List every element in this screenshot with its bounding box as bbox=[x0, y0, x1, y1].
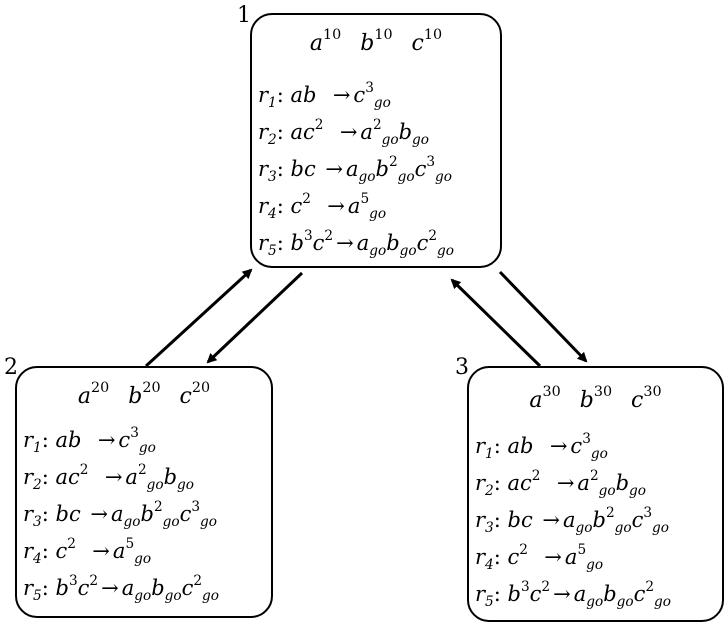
rule-r2: r2: ac2 →a2gobgo bbox=[258, 122, 454, 159]
rule-list: r1: ab →c3go r2: ac2 →a2gobgo r3: bc →ag… bbox=[258, 85, 454, 270]
rule-r1: r1: ab →c3go bbox=[258, 85, 454, 122]
rule-r4: r4: c2 →a5go bbox=[23, 541, 219, 578]
rule-r5: r5: b3c2→agobgoc2go bbox=[23, 578, 219, 615]
rule-r3: r3: bc →agob2goc3go bbox=[23, 504, 219, 541]
rule-r2: r2: ac2 →a2gobgo bbox=[475, 473, 671, 510]
rule-list: r1: ab →c3go r2: ac2 →a2gobgo r3: bc →ag… bbox=[475, 436, 671, 621]
rule-r5: r5: b3c2→agobgoc2go bbox=[258, 233, 454, 270]
rule-list: r1: ab →c3go r2: ac2 →a2gobgo r3: bc →ag… bbox=[23, 430, 219, 615]
rule-r1: r1: ab →c3go bbox=[23, 430, 219, 467]
membrane-objects: a20 b20 c20 bbox=[17, 386, 271, 408]
rule-r3: r3: bc →agob2goc3go bbox=[258, 159, 454, 196]
arrow-1-to-2 bbox=[208, 273, 302, 362]
membrane-label: 2 bbox=[4, 357, 18, 379]
rule-r1: r1: ab →c3go bbox=[475, 436, 671, 473]
membrane-3: a30 b30 c30 r1: ab →c3go r2: ac2 →a2gobg… bbox=[467, 366, 724, 622]
membrane-objects: a10 b10 c10 bbox=[252, 33, 500, 55]
rule-r2: r2: ac2 →a2gobgo bbox=[23, 467, 219, 504]
membrane-objects: a30 b30 c30 bbox=[469, 390, 722, 412]
rule-r5: r5: b3c2→agobgoc2go bbox=[475, 584, 671, 621]
membrane-label: 1 bbox=[237, 5, 251, 27]
arrow-2-to-1 bbox=[146, 270, 251, 366]
rule-r4: r4: c2 →a5go bbox=[475, 547, 671, 584]
rule-r4: r4: c2 →a5go bbox=[258, 196, 454, 233]
membrane-1: a10 b10 c10 r1: ab →c3go r2: ac2 →a2gobg… bbox=[250, 13, 502, 268]
arrow-1-to-3 bbox=[500, 272, 586, 361]
membrane-2: a20 b20 c20 r1: ab →c3go r2: ac2 →a2gobg… bbox=[15, 366, 273, 618]
membrane-label: 3 bbox=[455, 357, 469, 379]
rule-r3: r3: bc →agob2goc3go bbox=[475, 510, 671, 547]
arrow-3-to-1 bbox=[452, 280, 540, 366]
